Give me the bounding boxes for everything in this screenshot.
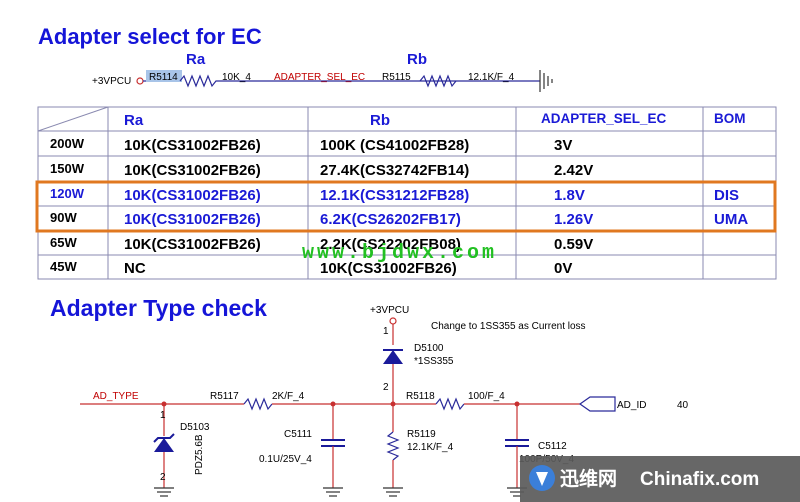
r5114-resistor xyxy=(179,74,220,88)
d5100-pin1: 1 xyxy=(383,326,389,337)
r5117-resistor xyxy=(243,397,273,411)
ad-id-connector-icon xyxy=(578,396,616,412)
cell-ra: 10K(CS31002FB26) xyxy=(124,211,261,228)
table-row: 200W 10K(CS31002FB26) 100K (CS41002FB28)… xyxy=(50,136,572,154)
d5103-value: PDZ5.6B xyxy=(194,434,205,475)
ground-icon xyxy=(383,487,403,497)
logo-text-en: Chinafix.com xyxy=(640,469,759,490)
table-row: 65W 10K(CS31002FB26) 2.2K(CS22202FB08) 0… xyxy=(50,235,593,253)
watermark: www.bjdwx.com xyxy=(302,242,497,265)
ad-type-net: AD_TYPE xyxy=(93,391,139,402)
cell-bom: DIS xyxy=(714,187,739,204)
r5114-value: 10K_4 xyxy=(222,72,251,83)
adapter-table: Ra Rb ADAPTER_SEL_EC BOM 200W 10K(CS3100… xyxy=(35,106,777,280)
cell-ra: 10K(CS31002FB26) xyxy=(124,137,261,154)
c5112-capacitor-icon xyxy=(505,439,529,447)
cell-rb: 12.1K(CS31212FB28) xyxy=(320,187,469,204)
r5117-value: 2K/F_4 xyxy=(272,391,305,402)
d5103-pin1: 1 xyxy=(160,410,166,421)
ground-icon xyxy=(323,487,343,497)
table-row: 120W 10K(CS31002FB26) 12.1K(CS31212FB28)… xyxy=(50,186,739,204)
cell-ra: 10K(CS31002FB26) xyxy=(124,187,261,204)
cell-rb: 27.4K(CS32742FB14) xyxy=(320,162,469,179)
c5112-ref: C5112 xyxy=(538,441,567,452)
r5114-ref: R5114 xyxy=(149,72,178,83)
note-text: Change to 1SS355 as Current loss xyxy=(431,321,586,332)
c5111-ref: C5111 xyxy=(284,429,312,440)
header-diagonal xyxy=(37,106,109,132)
adapter-sel-divider: +3VPCU R5114 10K_4 ADAPTER_SEL_EC R5115 … xyxy=(92,70,553,92)
table-row: 90W 10K(CS31002FB26) 6.2K(CS26202FB17) 1… xyxy=(50,210,748,228)
highlight-frame xyxy=(35,180,777,233)
section2-title: Adapter Type check xyxy=(50,295,267,321)
cell-voltage: 1.8V xyxy=(554,187,585,204)
cell-watt: 120W xyxy=(50,186,85,201)
adapter-sel-net: ADAPTER_SEL_EC xyxy=(274,72,365,83)
chinafix-logo: 迅维网 Chinafix.com xyxy=(520,456,800,502)
cell-voltage: 0.59V xyxy=(554,236,593,253)
adapter-type-circuit: +3VPCU Change to 1SS355 as Current loss … xyxy=(80,305,689,497)
r5115-resistor xyxy=(419,74,457,88)
table-row: 45W NC 10K(CS31002FB26) 0V xyxy=(50,259,572,277)
cell-rb: 6.2K(CS26202FB17) xyxy=(320,211,461,228)
d5103-zener-icon xyxy=(153,433,175,452)
d5100-ref: D5100 xyxy=(414,343,444,354)
r5117-ref: R5117 xyxy=(210,391,239,402)
section1-title: Adapter select for EC xyxy=(38,24,262,49)
header-adapter-sel: ADAPTER_SEL_EC xyxy=(541,111,667,126)
r5118-resistor xyxy=(435,397,465,411)
c5111-capacitor-icon xyxy=(321,439,345,447)
power-label-2: +3VPCU xyxy=(370,305,409,316)
rb-label: Rb xyxy=(407,51,427,68)
d5100-value: *1SS355 xyxy=(414,356,454,367)
cell-voltage: 0V xyxy=(554,260,572,277)
cell-voltage: 3V xyxy=(554,137,572,154)
cell-bom: UMA xyxy=(714,211,748,228)
cell-voltage: 1.26V xyxy=(554,211,593,228)
cell-ra: NC xyxy=(124,260,146,277)
r5115-value: 12.1K/F_4 xyxy=(468,72,515,83)
ra-label: Ra xyxy=(186,51,206,68)
d5103-ref: D5103 xyxy=(180,422,210,433)
ground-icon xyxy=(539,70,553,92)
cell-rb: 100K (CS41002FB28) xyxy=(320,137,469,154)
cell-rb: 2.2K(CS22202FB08) xyxy=(320,236,461,253)
cell-watt: 45W xyxy=(50,259,77,274)
r5119-resistor xyxy=(386,431,400,461)
logo-text-cn: 迅维网 xyxy=(560,467,617,490)
d5103-pin2: 2 xyxy=(160,472,166,483)
header-bom: BOM xyxy=(714,111,746,126)
table-row: 150W 10K(CS31002FB26) 27.4K(CS32742FB14)… xyxy=(50,161,593,179)
cell-voltage: 2.42V xyxy=(554,162,593,179)
d5100-pin2: 2 xyxy=(383,382,389,393)
r5118-ref: R5118 xyxy=(406,391,435,402)
power-pin-2 xyxy=(389,317,397,325)
cell-ra: 10K(CS31002FB26) xyxy=(124,162,261,179)
r5114-highlight xyxy=(146,70,182,82)
cell-watt: 200W xyxy=(50,136,85,151)
cell-watt: 65W xyxy=(50,235,77,250)
header-ra: Ra xyxy=(124,112,144,129)
d5100-diode-icon xyxy=(383,349,403,364)
r5119-ref: R5119 xyxy=(407,429,436,440)
header-rb: Rb xyxy=(370,112,390,129)
r5118-value: 100/F_4 xyxy=(468,391,505,402)
power-pin xyxy=(136,77,144,85)
r5119-value: 12.1K/F_4 xyxy=(407,442,454,453)
c5111-value: 0.1U/25V_4 xyxy=(259,454,312,465)
cell-ra: 10K(CS31002FB26) xyxy=(124,236,261,253)
r5115-ref: R5115 xyxy=(382,72,411,83)
cell-watt: 90W xyxy=(50,210,77,225)
page-ref: 40 xyxy=(677,400,689,411)
cell-rb: 10K(CS31002FB26) xyxy=(320,260,457,277)
power-label: +3VPCU xyxy=(92,76,131,87)
cell-watt: 150W xyxy=(50,161,85,176)
ground-icon xyxy=(154,487,174,497)
ad-id-net: AD_ID xyxy=(617,400,646,411)
